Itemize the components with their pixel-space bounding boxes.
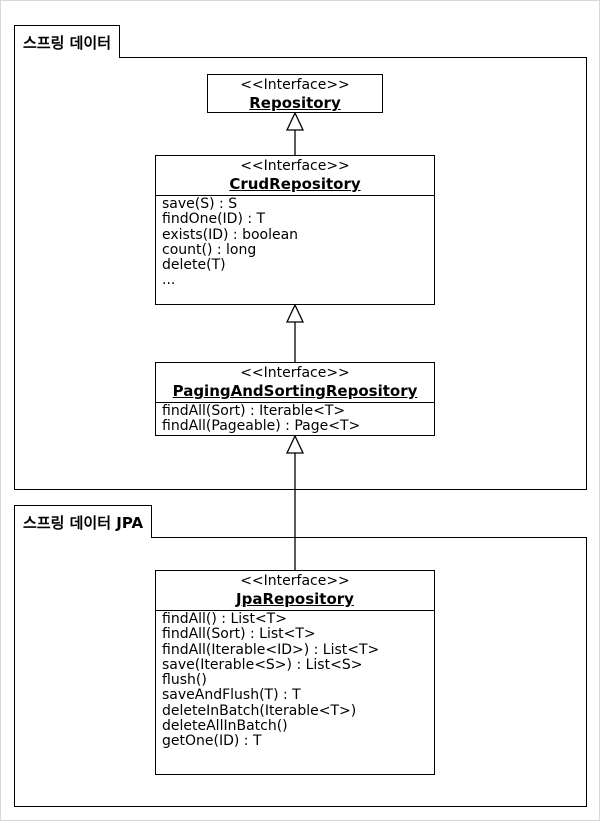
method-item: count() : long <box>162 241 257 258</box>
spring-data-frame-label: 스프링 데이터 <box>14 25 121 58</box>
jpa-repository-methods: findAll() : List<T> findAll(Sort) : List… <box>156 611 434 750</box>
method-item: deleteAllInBatch() <box>162 718 288 735</box>
repository-name: Repository <box>249 94 341 112</box>
method-item: saveAndFlush(T) : T <box>162 687 301 704</box>
repository-interface-box: <<Interface>> Repository <box>207 74 383 113</box>
paging-and-sorting-repository-interface-box: <<Interface>> PagingAndSortingRepository… <box>155 362 435 436</box>
repository-stereotype: <<Interface>> <box>240 77 350 93</box>
spring-data-jpa-frame-label: 스프링 데이터 JPA <box>14 505 153 538</box>
crud-repository-header: <<Interface>> CrudRepository <box>156 156 434 196</box>
spring-data-jpa-frame <box>14 537 587 807</box>
paging-repository-name: PagingAndSortingRepository <box>172 382 418 400</box>
method-item: findAll(Pageable) : Page<T> <box>162 418 361 435</box>
spring-data-jpa-frame-label-text: 스프링 데이터 JPA <box>23 513 144 532</box>
paging-repository-methods: findAll(Sort) : Iterable<T> findAll(Page… <box>156 403 434 435</box>
method-item: findAll(Iterable<ID>) : List<T> <box>162 641 380 658</box>
crud-repository-stereotype: <<Interface>> <box>240 158 350 174</box>
spring-data-frame <box>14 57 587 490</box>
method-item: deleteInBatch(Iterable<T>) <box>162 702 357 719</box>
method-item: flush() <box>162 672 207 689</box>
method-item: findAll(Sort) : Iterable<T> <box>162 403 346 419</box>
paging-repository-stereotype: <<Interface>> <box>240 365 350 381</box>
crud-repository-methods: save(S) : S findOne(ID) : T exists(ID) :… <box>156 196 434 289</box>
crud-inheritance-arrowhead <box>285 303 305 323</box>
crud-repository-name: CrudRepository <box>229 175 361 193</box>
method-item: ... <box>162 272 176 289</box>
crud-repository-interface-box: <<Interface>> CrudRepository save(S) : S… <box>155 155 435 305</box>
repository-header: <<Interface>> Repository <box>208 75 382 114</box>
method-item: getOne(ID) : T <box>162 733 262 750</box>
method-item: findAll(Sort) : List<T> <box>162 626 316 643</box>
spring-data-frame-label-text: 스프링 데이터 <box>23 33 112 52</box>
jpa-repository-header: <<Interface>> JpaRepository <box>156 571 434 611</box>
repository-inheritance-arrowhead <box>285 111 305 131</box>
method-item: save(Iterable<S>) : List<S> <box>162 656 363 673</box>
paging-repository-header: <<Interface>> PagingAndSortingRepository <box>156 363 434 403</box>
method-item: exists(ID) : boolean <box>162 226 299 243</box>
paging-inheritance-arrowhead <box>285 434 305 454</box>
method-item: delete(T) <box>162 257 226 274</box>
jpa-repository-name: JpaRepository <box>236 590 354 608</box>
method-item: save(S) : S <box>162 196 238 212</box>
method-item: findAll() : List<T> <box>162 611 287 627</box>
method-item: findOne(ID) : T <box>162 211 266 228</box>
jpa-repository-stereotype: <<Interface>> <box>240 573 350 589</box>
jpa-repository-interface-box: <<Interface>> JpaRepository findAll() : … <box>155 570 435 775</box>
